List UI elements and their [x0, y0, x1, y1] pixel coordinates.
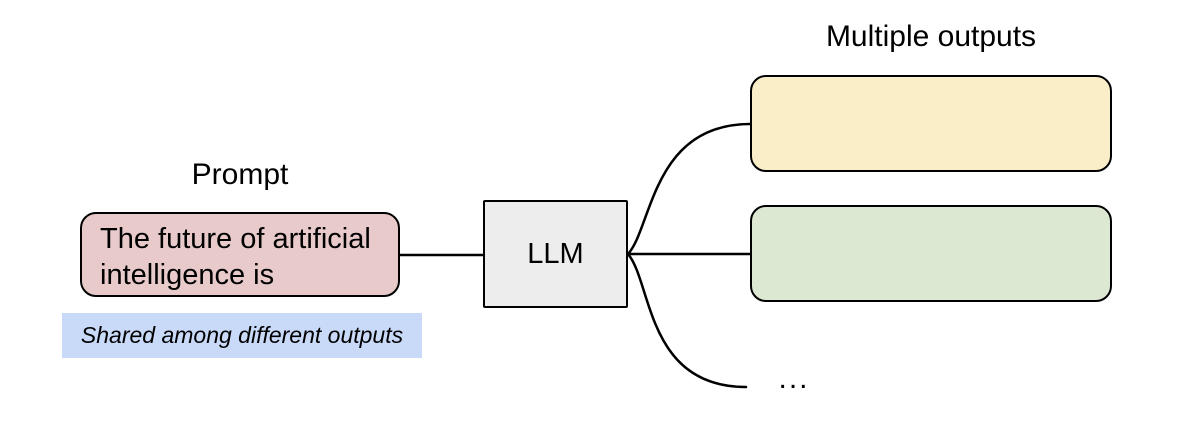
prompt-box: The future of artificial intelligence is [80, 212, 400, 297]
connector-llm-to-output-top [626, 122, 752, 256]
multiple-outputs-title: Multiple outputs [825, 20, 1037, 53]
connector-llm-to-ellipsis [626, 252, 748, 389]
prompt-shared-note: Shared among different outputs [62, 313, 422, 358]
output-box-bottom [750, 205, 1112, 302]
prompt-box-text: The future of artificial intelligence is [100, 223, 371, 291]
llm-box: LLM [483, 200, 628, 308]
more-outputs-ellipsis: ... [778, 362, 810, 395]
prompt-title: Prompt [191, 158, 289, 191]
output-box-top [750, 75, 1112, 172]
